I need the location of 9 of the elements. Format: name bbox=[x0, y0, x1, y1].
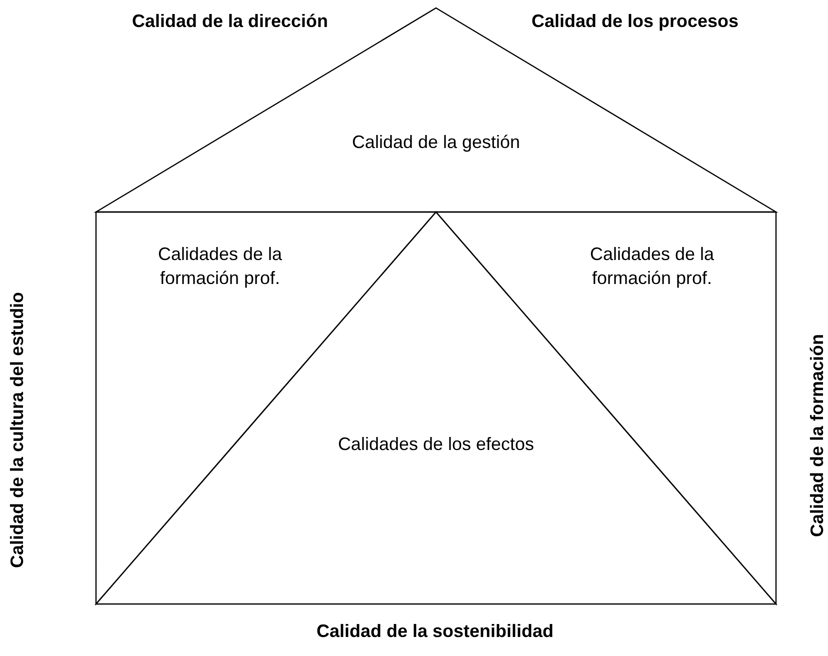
side-label: Calidad de la sostenibilidad bbox=[315, 620, 555, 643]
side-label: Calidad de la formación bbox=[806, 332, 828, 539]
side-label: Calidad de la dirección bbox=[130, 10, 330, 33]
region-label: Calidades de la formación prof. bbox=[156, 243, 284, 290]
region-label: Calidades de los efectos bbox=[336, 433, 536, 456]
side-label: Calidad de los procesos bbox=[530, 10, 740, 33]
region-label: Calidad de la gestión bbox=[350, 131, 522, 154]
region-label: Calidades de la formación prof. bbox=[588, 243, 716, 290]
side-label: Calidad de la cultura del estudio bbox=[6, 290, 28, 570]
